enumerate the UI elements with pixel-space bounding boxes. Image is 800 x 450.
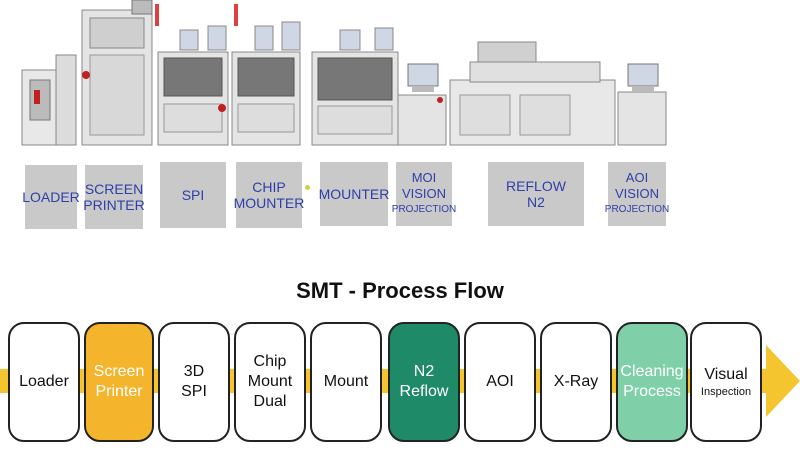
step-visual-inspection: Visual Inspection	[690, 322, 762, 442]
step-text: Mount	[323, 373, 369, 390]
machine-label-moi-vision: MOI VISION PROJECTION	[392, 162, 456, 226]
machine-label-line: CHIP	[252, 179, 286, 195]
step-text: AOI	[486, 373, 514, 390]
step-text: N2	[413, 363, 435, 380]
moi-vision-machine-icon	[397, 63, 447, 146]
process-arrow-head	[766, 345, 800, 417]
step-n2-reflow: N2 Reflow	[388, 322, 460, 442]
step-aoi: AOI	[464, 322, 536, 442]
machine-label-line: AOI	[625, 170, 649, 185]
diagram-title: SMT - Process Flow	[296, 278, 504, 303]
step-text: Loader	[19, 373, 69, 390]
step-text: Cleaning	[620, 363, 684, 380]
machine-label-loader: LOADER	[22, 165, 80, 229]
machine-label-mounter: MOUNTER	[318, 162, 390, 226]
machine-label-line: LOADER	[22, 189, 80, 205]
machine-label-line: VISION	[614, 186, 660, 201]
machine-label-line: SPI	[181, 187, 205, 203]
machine-label-line: VISION	[401, 186, 447, 201]
loader-machine-icon	[21, 54, 77, 146]
step-text: X-Ray	[553, 373, 599, 390]
step-chip-mount-dual: Chip Mount Dual	[234, 322, 306, 442]
step-subtext: Inspection	[700, 386, 752, 398]
step-text: Process	[623, 383, 681, 400]
machine-label-reflow-n2: REFLOW N2	[488, 162, 584, 226]
step-3d-spi: 3D SPI	[158, 322, 230, 442]
machine-label-small: PROJECTION	[604, 204, 670, 215]
step-mount: Mount	[310, 322, 382, 442]
mounter-machine-icon	[311, 27, 399, 146]
reflow-oven-machine-icon	[449, 41, 616, 146]
step-text: Printer	[95, 383, 143, 400]
step-screen-printer: Screen Printer	[84, 322, 154, 442]
spi-machine-icon	[157, 25, 229, 146]
connector-dot	[305, 185, 310, 190]
step-text: Reflow	[399, 383, 449, 400]
step-text: Dual	[253, 393, 287, 410]
step-cleaning-process: Cleaning Process	[616, 322, 688, 442]
machine-label-line: MOUNTER	[233, 195, 305, 211]
step-text: Visual	[704, 366, 748, 383]
step-text: Mount	[247, 373, 293, 390]
screen-printer-machine-icon	[81, 0, 159, 146]
machine-label-aoi-vision: AOI VISION PROJECTION	[604, 162, 670, 226]
machine-label-line: SCREEN	[84, 181, 144, 197]
machine-label-line: PRINTER	[83, 197, 145, 213]
aoi-vision-machine-icon	[617, 63, 667, 146]
step-loader: Loader	[8, 322, 80, 442]
step-x-ray: X-Ray	[540, 322, 612, 442]
machine-label-screen-printer: SCREEN PRINTER	[83, 165, 145, 229]
step-text: 3D	[183, 363, 205, 380]
machine-line-illustration	[21, 0, 667, 146]
machine-label-chip-mounter: CHIP MOUNTER	[233, 162, 305, 228]
machine-label-line: N2	[527, 194, 545, 210]
machine-label-line: MOI	[411, 170, 437, 185]
chip-mounter-machine-icon	[231, 4, 301, 146]
step-text: SPI	[181, 383, 207, 400]
step-text: Chip	[253, 353, 287, 370]
machine-label-line: MOUNTER	[318, 186, 390, 202]
step-text: Screen	[93, 363, 145, 380]
machine-label-line: REFLOW	[506, 178, 566, 194]
machine-label-spi: SPI	[160, 162, 226, 228]
machine-label-small: PROJECTION	[391, 204, 457, 215]
